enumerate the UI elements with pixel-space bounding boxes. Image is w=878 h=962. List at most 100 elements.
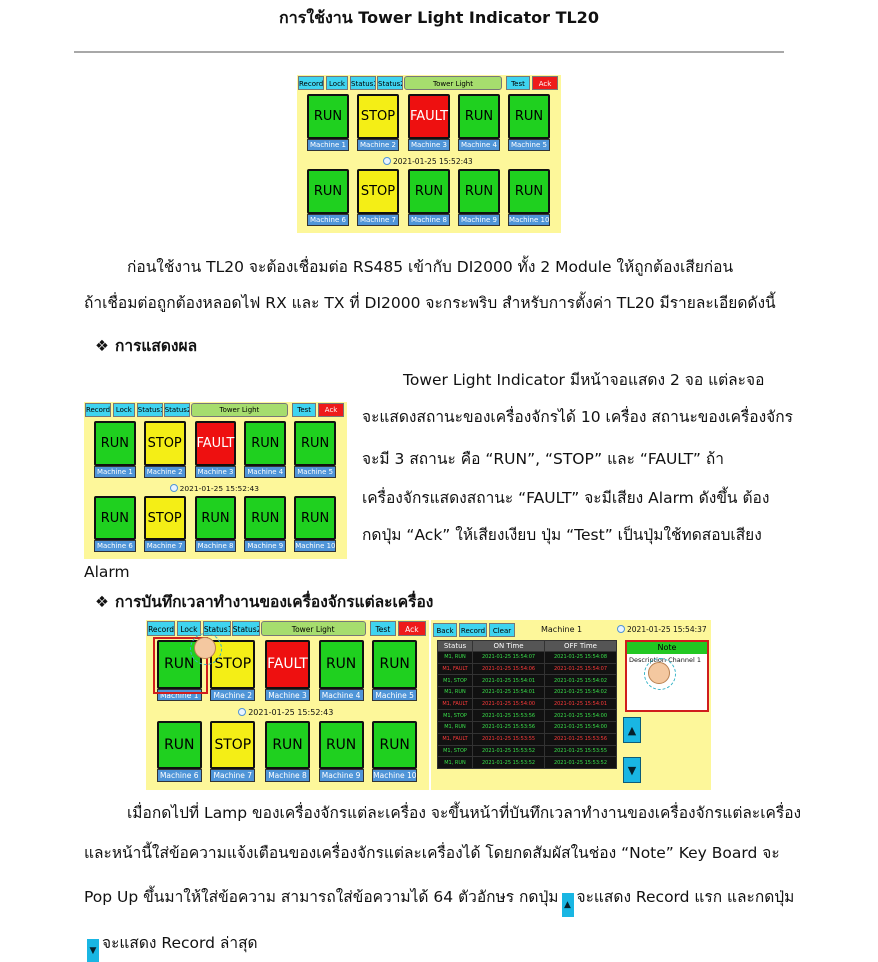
cell-status: M1, FAULT — [436, 732, 474, 746]
lamp-status: RUN — [508, 94, 550, 139]
lamp-label: Machine 8 — [194, 540, 237, 553]
record-button[interactable]: Record — [147, 621, 175, 637]
lamp-label: Machine 1 — [156, 688, 202, 702]
lamp-status: FAULT — [408, 94, 450, 139]
lamp-status: RUN — [318, 720, 364, 769]
cell-on: 2021-01-25 15:54:06 — [472, 662, 545, 676]
lamp-status: RUN — [93, 495, 136, 541]
highlight-machine-1 — [153, 637, 208, 694]
display-para-3: จะมี 3 สถานะ คือ “RUN”, “STOP” และ “FAUL… — [362, 450, 724, 468]
record-button[interactable]: Record — [459, 623, 487, 637]
clock-icon — [617, 625, 625, 633]
back-button[interactable]: Back — [433, 623, 457, 637]
first-record-icon[interactable]: ▲ — [623, 717, 641, 743]
tower-light-button[interactable]: Tower Light — [260, 621, 366, 637]
col-status: Status — [436, 640, 474, 652]
cell-off: 2021-01-25 15:54:07 — [544, 662, 617, 676]
lamp-status: RUN — [264, 720, 310, 769]
lamp-label: Machine 5 — [294, 465, 337, 478]
lamp-label: Machine 8 — [264, 768, 310, 782]
cell-on: 2021-01-25 15:53:52 — [472, 756, 545, 769]
display-para-4: เครื่องจักรแสดงสถานะ “FAULT” จะมีเสียง A… — [362, 489, 770, 507]
bullet-icon: ❖ — [95, 337, 109, 355]
clock-icon — [169, 483, 178, 492]
status2-button[interactable]: Status2 — [231, 621, 260, 637]
record-timestamp: 2021-01-25 15:54:37 — [617, 625, 707, 634]
cell-on: 2021-01-25 15:53:52 — [472, 744, 545, 758]
lamp-status: RUN — [294, 495, 337, 541]
status1-button[interactable]: Status1 — [350, 76, 376, 90]
clock-icon — [238, 707, 247, 716]
lamp-label: Machine 9 — [318, 768, 364, 782]
cell-on: 2021-01-25 15:54:01 — [472, 674, 545, 688]
lamp-status: RUN — [194, 495, 237, 541]
lamp-label: Machine 9 — [458, 214, 500, 226]
lamp-label: Machine 4 — [318, 688, 364, 702]
lamp-label: Machine 7 — [143, 540, 186, 553]
record-para-4-text: จะแสดง Record ล่าสุด — [102, 934, 258, 952]
lamp-label: Machine 1 — [307, 139, 349, 151]
lamp-status: RUN — [458, 94, 500, 139]
lamp-label: Machine 10 — [508, 214, 550, 226]
record-button[interactable]: Record — [84, 402, 111, 417]
status2-button[interactable]: Status2 — [163, 402, 190, 417]
status1-button[interactable]: Status1 — [136, 402, 163, 417]
cell-status: M1, FAULT — [436, 697, 474, 711]
lamp-status: RUN — [372, 640, 418, 689]
ack-button[interactable]: Ack — [397, 621, 426, 637]
status1-button[interactable]: Status1 — [202, 621, 231, 637]
test-button[interactable]: Test — [292, 402, 317, 417]
lamp-status: RUN — [244, 495, 287, 541]
heading-display-text: การแสดงผล — [115, 337, 198, 355]
lamp-label: Machine 3 — [194, 465, 237, 478]
hand-touch-icon — [190, 633, 222, 665]
lamp-status: STOP — [210, 720, 256, 769]
record-button[interactable]: Record — [298, 76, 324, 90]
display-para-5: กดปุ่ม “Ack” ให้เสียงเงียบ ปุ่ม “Test” เ… — [362, 526, 762, 544]
cell-status: M1, RUN — [436, 686, 474, 699]
lamp-label: Machine 2 — [143, 465, 186, 478]
hmi-timestamp-text: 2021-01-25 15:52:43 — [248, 707, 334, 717]
col-off-time: OFF Time — [544, 640, 617, 652]
lamp-label: Machine 2 — [357, 139, 399, 151]
cell-on: 2021-01-25 15:54:07 — [472, 651, 545, 664]
cell-off: 2021-01-25 15:53:55 — [544, 744, 617, 758]
hmi-timestamp: 2021-01-25 15:52:43 — [383, 157, 473, 166]
lock-button[interactable]: Lock — [326, 76, 348, 90]
heading-record-text: การบันทึกเวลาทำงานของเครื่องจักรแต่ละเคร… — [115, 593, 434, 611]
cell-off: 2021-01-25 15:53:56 — [544, 732, 617, 746]
lamp-status: RUN — [508, 169, 550, 214]
lock-button[interactable]: Lock — [177, 621, 201, 637]
cell-off: 2021-01-25 15:54:02 — [544, 686, 617, 699]
test-button[interactable]: Test — [506, 76, 530, 90]
test-button[interactable]: Test — [370, 621, 396, 637]
record-para-4: ▼จะแสดง Record ล่าสุด — [84, 933, 258, 962]
status2-button[interactable]: Status2 — [377, 76, 403, 90]
clear-button[interactable]: Clear — [489, 623, 515, 637]
lamp-label: Machine 6 — [93, 540, 136, 553]
ack-button[interactable]: Ack — [532, 76, 558, 90]
tower-light-button[interactable]: Tower Light — [404, 76, 502, 90]
tower-light-button[interactable]: Tower Light — [190, 402, 289, 417]
cell-status: M1, STOP — [436, 709, 474, 723]
record-para-2: และหน้านี้ใส่ข้อความแจ้งเตือนของเครื่องจ… — [84, 844, 780, 862]
lamp-status: RUN — [307, 94, 349, 139]
record-machine-name: Machine 1 — [541, 625, 583, 634]
cell-status: M1, RUN — [436, 756, 474, 769]
cell-on: 2021-01-25 15:54:01 — [472, 686, 545, 699]
lock-button[interactable]: Lock — [112, 402, 135, 417]
hmi-timestamp-text: 2021-01-25 15:52:43 — [179, 483, 259, 493]
cell-status: M1, STOP — [436, 744, 474, 758]
last-record-icon[interactable]: ▼ — [623, 757, 641, 783]
record-para-3: Pop Up ขึ้นมาให้ใส่ข้อความ สามารถใส่ข้อค… — [84, 887, 794, 917]
ack-button[interactable]: Ack — [318, 402, 344, 417]
lamp-label: Machine 3 — [264, 688, 310, 702]
lamp-status: STOP — [143, 420, 186, 466]
lamp-label: Machine 4 — [458, 139, 500, 151]
